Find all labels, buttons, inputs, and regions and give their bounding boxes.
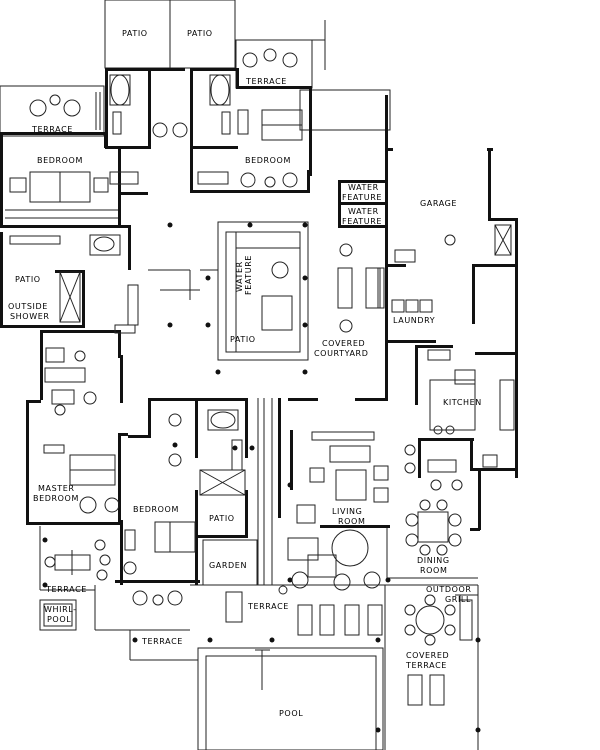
label-whirlpool-2: POOL xyxy=(47,615,71,624)
label-covered-terrace-2: TERRACE xyxy=(405,661,447,670)
label-living-room-1: LIVING xyxy=(332,507,362,516)
label-water-feature-center-2: FEATURE xyxy=(244,255,253,295)
label-covered-courtyard-1: COVERED xyxy=(322,339,365,348)
columns xyxy=(42,222,481,733)
label-pool: POOL xyxy=(279,709,303,718)
label-water-feature-1b: FEATURE xyxy=(342,193,382,202)
label-whirlpool-1: WHIRL- xyxy=(44,605,77,614)
label-patio-left: PATIO xyxy=(15,275,41,284)
fixtures xyxy=(9,48,515,706)
label-master-bedroom-1: MASTER xyxy=(38,484,75,493)
label-patio-center-small: PATIO xyxy=(209,514,235,523)
label-bedroom-left: BEDROOM xyxy=(37,156,83,165)
label-terrace-bottom: TERRACE xyxy=(141,637,183,646)
label-outside-shower-2: SHOWER xyxy=(10,312,50,321)
label-water-feature-center-1: WATER xyxy=(235,261,244,292)
label-bedroom-center: BEDROOM xyxy=(133,505,179,514)
label-terrace-top-right: TERRACE xyxy=(245,77,287,86)
label-patio-top-right: PATIO xyxy=(187,29,213,38)
label-garage: GARAGE xyxy=(420,199,457,208)
room-labels: PATIO PATIO TERRACE TERRACE BEDROOM BEDR… xyxy=(8,29,482,718)
label-outside-shower-1: OUTSIDE xyxy=(8,302,48,311)
label-water-feature-1: WATER xyxy=(348,183,379,192)
label-garden: GARDEN xyxy=(209,561,247,570)
label-dining-room-1: DINING xyxy=(417,556,450,565)
label-laundry: LAUNDRY xyxy=(393,316,435,325)
label-bedroom-right: BEDROOM xyxy=(245,156,291,165)
label-patio-center: PATIO xyxy=(230,335,256,344)
label-water-feature-2: WATER xyxy=(348,207,379,216)
label-covered-terrace-1: COVERED xyxy=(406,651,449,660)
walls xyxy=(0,68,518,585)
site-lines xyxy=(0,0,479,750)
label-dining-room-2: ROOM xyxy=(420,566,447,575)
label-outdoor-grill-1: OUTDOOR xyxy=(426,585,472,594)
label-patio-top-left: PATIO xyxy=(122,29,148,38)
label-master-bedroom-2: BEDROOM xyxy=(33,494,79,503)
label-terrace-center: TERRACE xyxy=(247,602,289,611)
label-covered-courtyard-2: COURTYARD xyxy=(314,349,368,358)
label-terrace-top-left: TERRACE xyxy=(31,125,73,134)
label-terrace-bottom-left: TERRACE xyxy=(45,585,87,594)
label-kitchen: KITCHEN xyxy=(443,398,482,407)
label-water-feature-2b: FEATURE xyxy=(342,217,382,226)
label-living-room-2: ROOM xyxy=(338,517,365,526)
label-outdoor-grill-2: GRILL xyxy=(445,595,471,604)
